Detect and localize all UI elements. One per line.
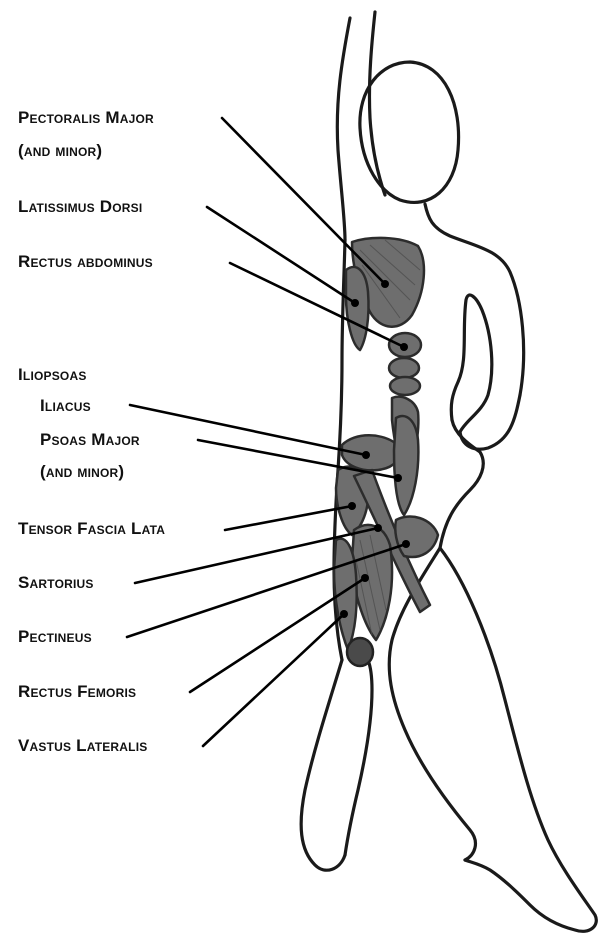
right-leg-outer [440, 548, 596, 931]
right-leg-inner [389, 548, 475, 860]
leader-tensor [225, 506, 352, 530]
label-sartorius: Sartorius [18, 573, 94, 593]
raised-arm-right-edge [369, 12, 385, 195]
rectus-abdominus-segment-2 [389, 358, 419, 378]
leader-iliacus [130, 405, 366, 455]
latissimus-dorsi-muscle [346, 267, 369, 350]
raised-arm-left-edge [337, 18, 350, 240]
label-tensor-fascia-lata: Tensor Fascia Lata [18, 519, 165, 539]
dot-latissimus [351, 299, 359, 307]
label-iliopsoas: Iliopsoas [18, 365, 87, 385]
dot-pectineus [402, 540, 410, 548]
label-rectus-abdominus: Rectus abdominus [18, 252, 153, 272]
dot-tensor [348, 502, 356, 510]
label-rectus-femoris: Rectus Femoris [18, 682, 136, 702]
label-pectoralis-sub: (and minor) [18, 141, 102, 161]
label-latissimus-dorsi: Latissimus Dorsi [18, 197, 142, 217]
dot-pectoralis [381, 280, 389, 288]
dot-psoas [394, 474, 402, 482]
right-arm-inner [451, 295, 492, 432]
label-pectineus: Pectineus [18, 627, 92, 647]
label-pectoralis-major: Pectoralis Major [18, 108, 154, 128]
label-psoas-major: Psoas Major [40, 430, 140, 450]
dot-vastus [340, 610, 348, 618]
dot-rectus-abdominus [400, 343, 408, 351]
psoas-major-muscle [394, 416, 418, 515]
dot-iliacus [362, 451, 370, 459]
label-iliacus: Iliacus [40, 396, 91, 416]
rectus-abdominus-segment-3 [390, 377, 420, 395]
pectineus-muscle [395, 516, 438, 557]
right-torso-side [440, 420, 483, 548]
head-outline [360, 62, 459, 202]
left-leg-inner [345, 660, 372, 855]
dot-sartorius [374, 524, 382, 532]
dot-rectus-femoris [361, 574, 369, 582]
left-leg-outer [301, 660, 345, 870]
patella-shape [347, 638, 373, 666]
label-vastus-lateralis: Vastus Lateralis [18, 736, 147, 756]
label-psoas-sub: (and minor) [40, 462, 124, 482]
